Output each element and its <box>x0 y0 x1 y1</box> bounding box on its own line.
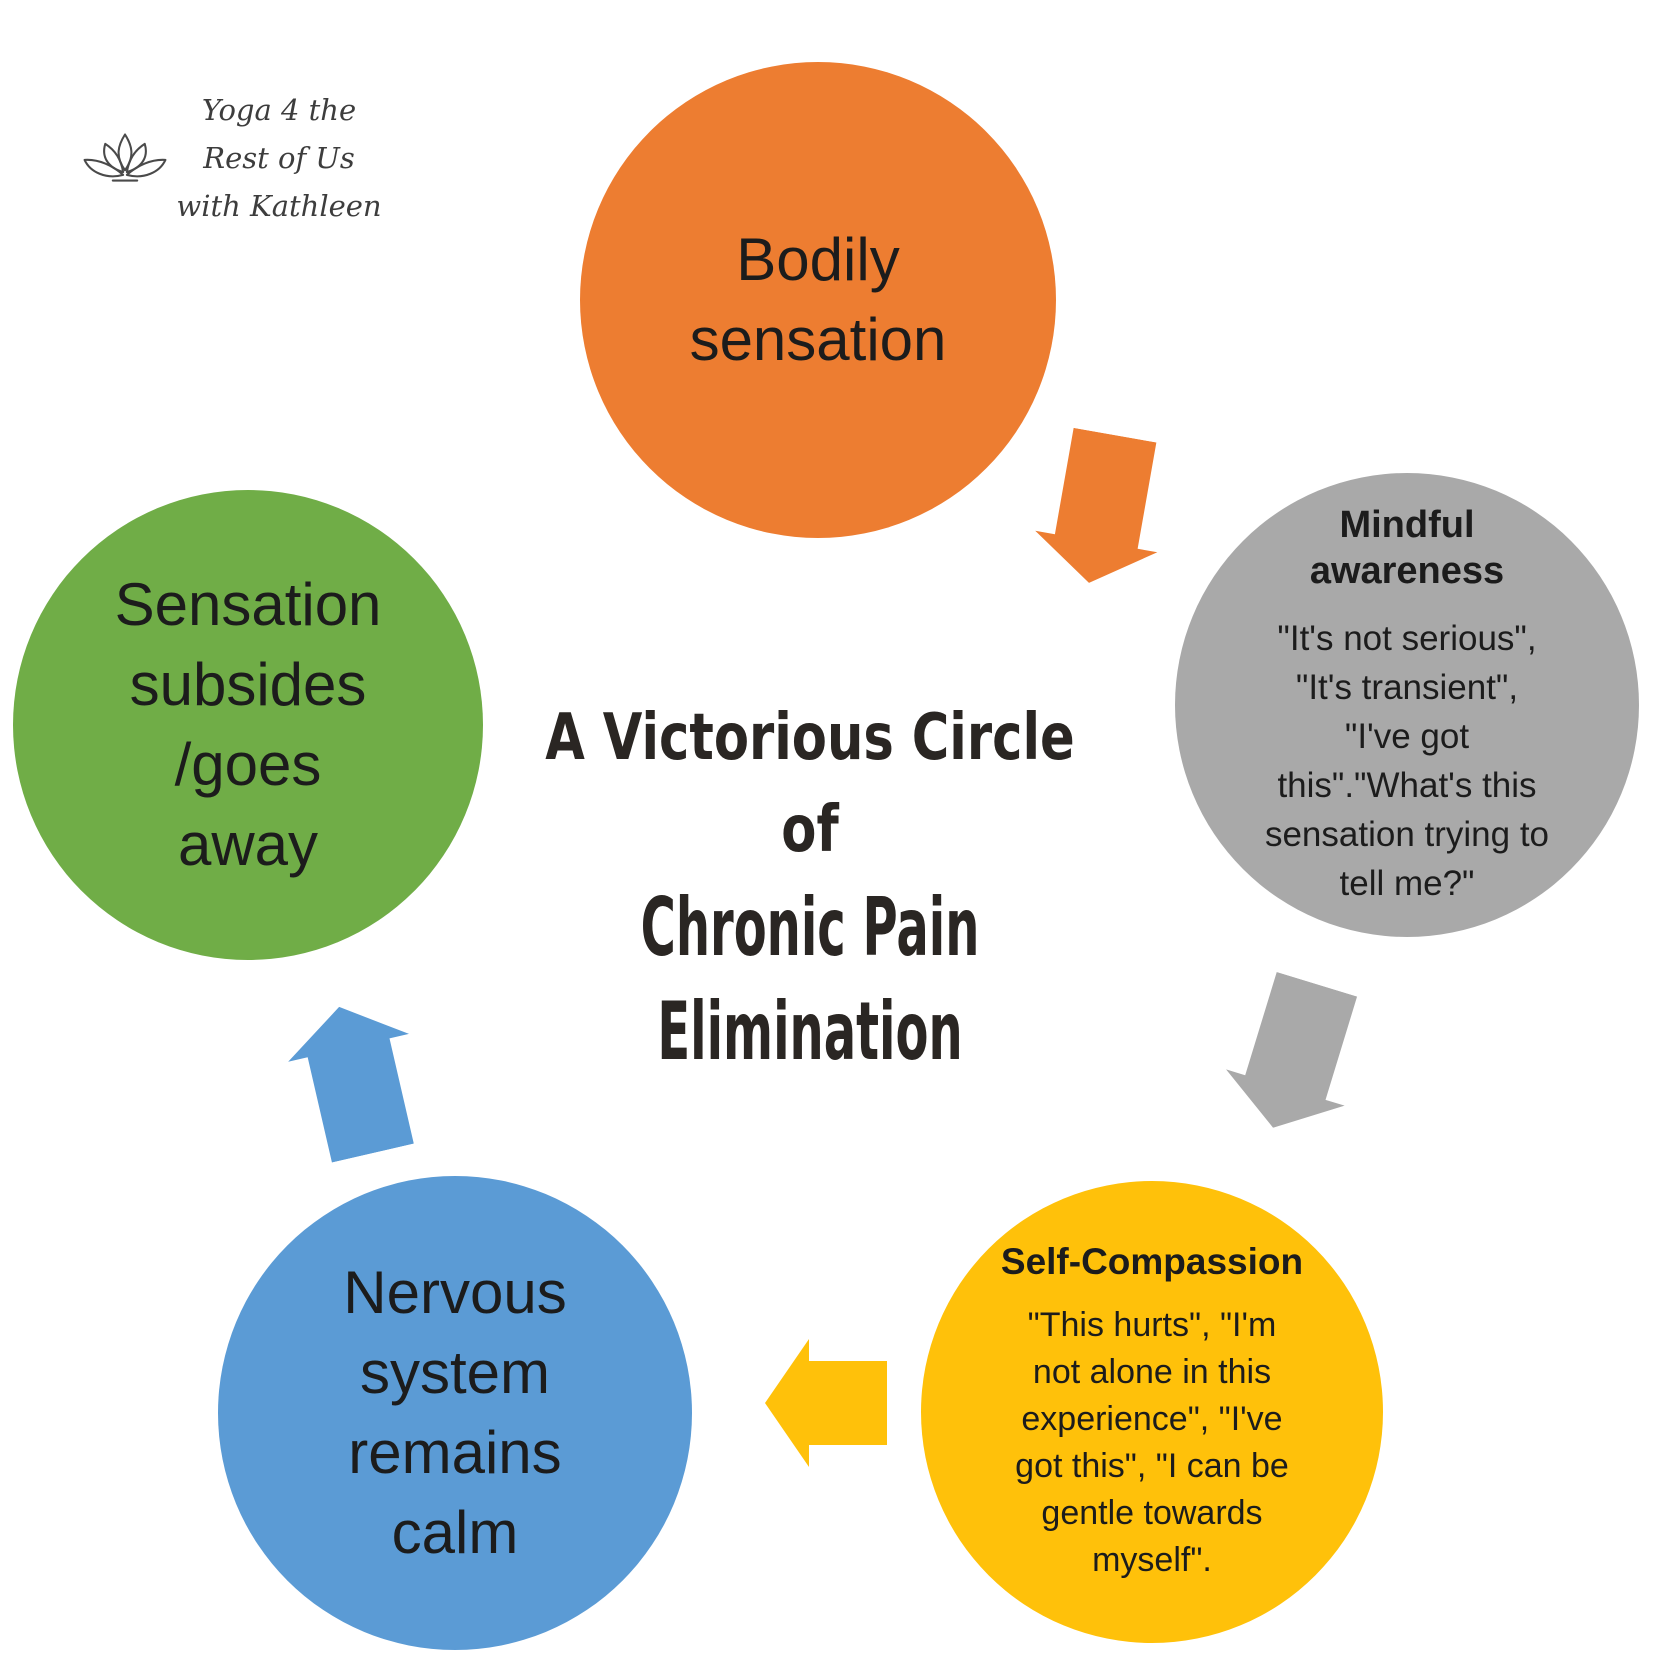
brand-logo: Yoga 4 the Rest of Us with Kathleen <box>78 86 382 246</box>
flow-arrow-mindful-to-self-compassion-icon <box>1226 971 1358 1128</box>
diagram-title-line-2: of <box>781 793 839 867</box>
diagram-title-line-1: A Victorious Circle <box>545 701 1075 775</box>
flow-arrow-nervous-to-subsides-icon <box>288 1006 414 1163</box>
node-nervous-system-calm: Nervous system remains calm <box>218 1176 692 1650</box>
node-bodily-sensation-label: Bodily sensation <box>689 226 947 373</box>
node-mindful-awareness-heading: Mindful awareness <box>1309 504 1505 592</box>
node-self-compassion-heading: Self-Compassion <box>1000 1241 1304 1282</box>
flow-arrow-self-compassion-to-nervous-icon <box>765 1339 887 1467</box>
diagram-title: A Victorious Circle of Chronic Pain Elim… <box>400 692 1220 1084</box>
node-self-compassion-quotes: "This hurts", "I'm not alone in this exp… <box>1015 1306 1289 1579</box>
lotus-icon <box>83 133 167 182</box>
node-sensation-subsides-label: Sensation subsides /goes away <box>114 571 382 878</box>
node-bodily-sensation: Bodily sensation <box>580 62 1056 538</box>
node-mindful-awareness-quotes: "It's not serious", "It's transient", "I… <box>1264 619 1550 903</box>
diagram-title-line-3: Chronic Pain Elimination <box>640 881 980 1078</box>
node-mindful-awareness: Mindful awareness "It's not serious", "I… <box>1175 473 1639 937</box>
node-nervous-system-calm-label: Nervous system remains calm <box>343 1259 567 1566</box>
node-sensation-subsides: Sensation subsides /goes away <box>13 490 483 960</box>
flow-arrow-bodily-to-mindful-icon <box>1035 427 1158 583</box>
brand-name: Yoga 4 the Rest of Us with Kathleen <box>176 93 382 223</box>
node-self-compassion: Self-Compassion "This hurts", "I'm not a… <box>921 1181 1383 1643</box>
